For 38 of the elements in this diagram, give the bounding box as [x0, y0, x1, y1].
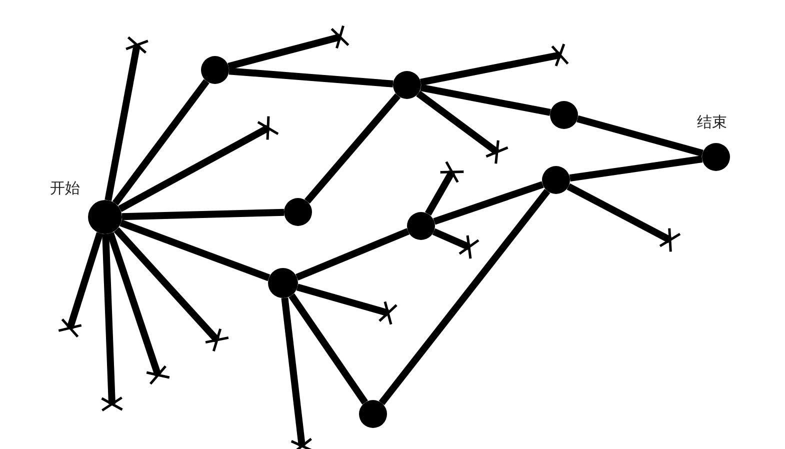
node-dot — [702, 143, 730, 171]
dead-end-line — [420, 42, 570, 86]
connector-line — [120, 220, 270, 282]
dead-end-line — [228, 24, 350, 70]
connector-line — [288, 293, 368, 404]
connector-line — [304, 93, 401, 204]
node-dot — [542, 166, 570, 194]
dead-end-line — [100, 234, 124, 412]
connector-line — [420, 84, 551, 116]
dead-end-line — [416, 90, 510, 165]
dead-end-line — [281, 298, 314, 449]
connector-line — [296, 228, 410, 281]
node-dot — [284, 198, 312, 226]
node-dot — [88, 200, 122, 234]
node-dot — [201, 56, 229, 84]
connector-line — [576, 115, 704, 157]
dead-end-line — [107, 232, 171, 386]
dead-end-line — [57, 232, 104, 338]
dead-end-line — [114, 227, 230, 352]
connector-line — [112, 79, 210, 206]
node-dot — [268, 268, 298, 298]
connector-line — [569, 156, 703, 182]
dead-end-line — [104, 36, 150, 201]
node-label: 结束 — [697, 113, 727, 131]
node-dot — [407, 212, 435, 240]
dead-end-line — [432, 228, 480, 260]
connector-line — [228, 68, 394, 88]
node-dot — [359, 400, 387, 428]
dead-end-line — [118, 115, 280, 212]
dead-end-line — [424, 160, 465, 216]
connector-line — [122, 208, 284, 220]
dead-end-line — [296, 284, 398, 326]
node-label: 开始 — [50, 179, 80, 197]
connector-line — [378, 188, 550, 406]
dead-end-line — [566, 183, 682, 253]
connector-line — [433, 181, 544, 225]
node-dot — [393, 71, 421, 99]
node-dot — [550, 101, 578, 129]
